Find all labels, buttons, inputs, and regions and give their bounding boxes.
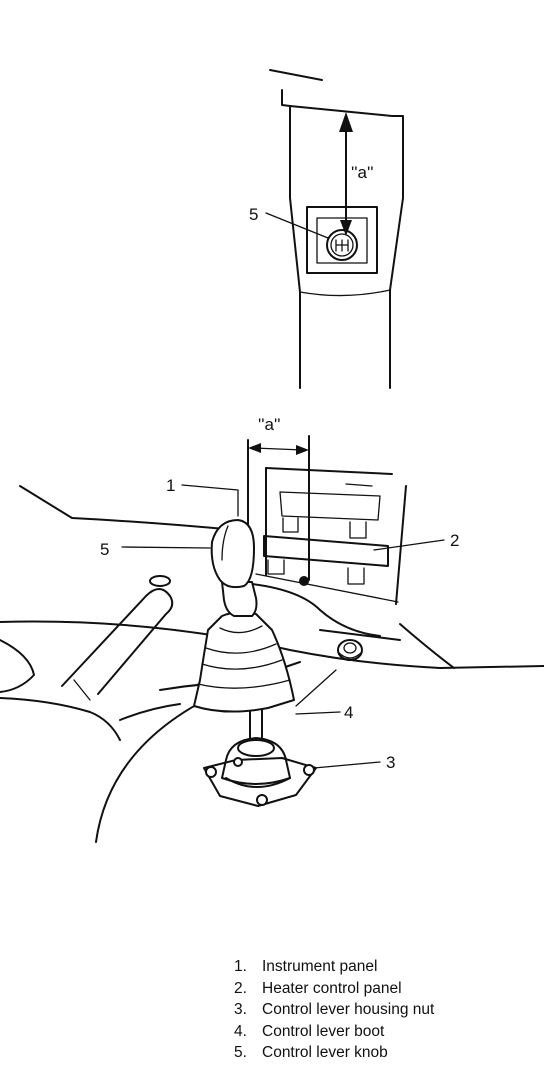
control-lever-knob [210,519,258,617]
dimension-a-top-label: ''a'' [351,163,373,182]
housing-nut-icons [205,757,315,806]
callout-instrument-panel: 1 [166,476,175,495]
callout-top-knob: 5 [249,205,258,224]
mount-bolt-icon [299,576,309,586]
leader-boot-nut [295,669,337,707]
leader-housing-nut [313,761,381,769]
leader-heater-panel [373,539,445,551]
leader-instrument-panel [181,484,239,517]
leader-knob [121,546,211,549]
legend-item: 4.Control lever boot [234,1022,385,1040]
callout-knob: 5 [100,540,109,559]
legend-item: 1.Instrument panel [234,958,378,975]
dimension-a-bottom-label: ''a'' [258,415,280,434]
callout-heater-panel: 2 [450,531,459,550]
callout-housing-nut: 3 [386,753,395,772]
control-lever-boot [193,611,295,713]
top-knob-icon [326,229,358,261]
leader-boot [295,711,341,715]
parking-brake-lever [61,575,174,701]
housing-nut-dash-icon [337,639,363,661]
console-top-view [269,69,404,389]
dimension-a-top [339,112,353,236]
shift-lever-assembly [203,687,317,807]
legend-list: 1.Instrument panel 2.Heater control pane… [234,956,434,1064]
legend-item: 5.Control lever knob [234,1044,388,1062]
center-stack [19,467,455,669]
legend-item: 3.Control lever housing nut [234,1001,435,1019]
leader-top-knob [265,212,329,239]
callout-boot: 4 [344,703,353,722]
legend-item: 2.Heater control panel [234,979,402,997]
